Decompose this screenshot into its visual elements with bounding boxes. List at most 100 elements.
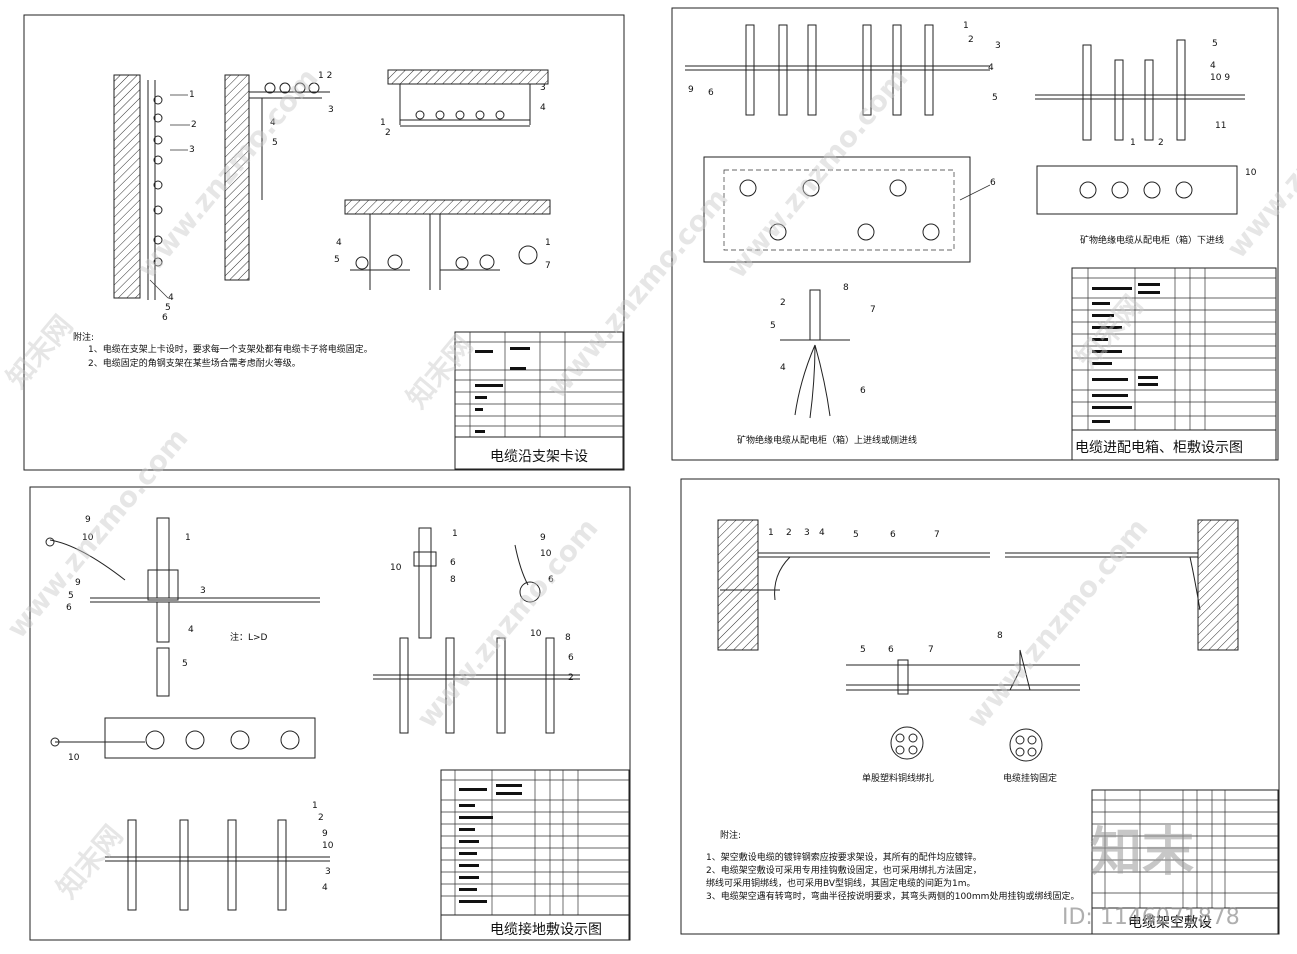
notes-head-tl: 附注: <box>73 331 94 343</box>
sub-caption-tr-1: 矿物绝缘电缆从配电柜（箱）下进线 <box>1080 234 1224 246</box>
watermark-layer: www.znzmo.com www.znzmo.com www.znzmo.co… <box>0 42 1297 930</box>
svg-text:3: 3 <box>328 105 334 115</box>
parts-table-bl <box>440 769 630 916</box>
watermark-site-3: www.znzmo.com <box>720 62 914 285</box>
svg-text:1: 1 <box>185 533 191 543</box>
svg-text:2: 2 <box>385 128 391 138</box>
svg-text:8: 8 <box>565 633 571 643</box>
svg-text:7: 7 <box>934 530 940 540</box>
watermark-site-6: www.znzmo.com <box>410 512 604 735</box>
svg-text:6: 6 <box>568 653 574 663</box>
svg-text:6: 6 <box>450 558 456 568</box>
wall-right-br <box>1197 519 1239 651</box>
svg-text:8: 8 <box>450 575 456 585</box>
svg-text:3: 3 <box>189 145 195 155</box>
svg-text:3: 3 <box>325 867 331 877</box>
svg-text:4: 4 <box>780 363 786 373</box>
svg-text:7: 7 <box>545 261 551 271</box>
svg-text:5: 5 <box>992 93 998 103</box>
sub-caption-br-1: 单股塑料铜线绑扎 <box>862 772 934 784</box>
svg-text:6: 6 <box>66 603 72 613</box>
watermark-site-4: www.znzmo.com <box>1220 42 1297 265</box>
cable-row-top <box>415 110 505 120</box>
svg-text:4: 4 <box>540 103 546 113</box>
svg-text:2: 2 <box>968 35 974 45</box>
caption-tl: 电缆沿支架卡设 <box>490 449 588 465</box>
svg-text:5: 5 <box>860 645 866 655</box>
svg-text:8: 8 <box>997 631 1003 641</box>
svg-text:9: 9 <box>75 578 81 588</box>
svg-text:6: 6 <box>888 645 894 655</box>
gland-plate-1 <box>703 156 971 263</box>
svg-text:4: 4 <box>188 625 194 635</box>
note-line-2: 2、电缆固定的角钢支架在某些场合需考虑耐火等级。 <box>88 357 301 369</box>
br-note-4: 3、电缆架空遇有转弯时，弯曲半径按说明要求，其弯头两侧的100mm处用挂钩或绑线… <box>706 890 1079 902</box>
svg-text:2: 2 <box>786 528 792 538</box>
watermark-brand-2: 知末网 <box>400 329 479 415</box>
svg-text:5: 5 <box>853 530 859 540</box>
panel-cable-on-bracket: 1 2 3 4 56 1 23 45 12 34 <box>23 14 625 471</box>
svg-text:7: 7 <box>870 305 876 315</box>
svg-text:10: 10 <box>82 533 94 543</box>
watermark-logo: 知末 <box>1090 823 1194 883</box>
svg-text:6: 6 <box>548 575 554 585</box>
svg-text:10: 10 <box>540 549 552 559</box>
svg-text:9: 9 <box>85 515 91 525</box>
watermark-brand-4: 知末网 <box>50 819 129 905</box>
br-note-1: 1、架空敷设电缆的镀锌钢索应按要求架设，其所有的配件均应镀锌。 <box>706 851 982 863</box>
svg-text:5: 5 <box>165 303 171 313</box>
note-line-1: 1、电缆在支架上卡设时，要求每一个支架处都有电缆卡子将电缆固定。 <box>88 343 373 355</box>
svg-text:9: 9 <box>688 85 694 95</box>
sub-caption-tr-2: 矿物绝缘电缆从配电柜（箱）上进线或侧进线 <box>737 434 917 446</box>
svg-text:5: 5 <box>182 659 188 669</box>
svg-text:2: 2 <box>568 673 574 683</box>
br-note-2: 2、电缆架空敷设可采用专用挂钩敷设固定，也可采用绑扎方法固定， <box>706 864 982 876</box>
plate-holes-1 <box>739 179 940 241</box>
svg-text:3: 3 <box>200 586 206 596</box>
caption-br: 电缆架空敷设 <box>1128 915 1212 931</box>
svg-text:5: 5 <box>770 321 776 331</box>
svg-text:1: 1 <box>545 238 551 248</box>
svg-text:2: 2 <box>318 813 324 823</box>
watermark-brand-1: 知末网 <box>0 309 79 395</box>
caption-tr: 电缆进配电箱、柜敷设示图 <box>1075 440 1243 456</box>
svg-text:3: 3 <box>804 528 810 538</box>
watermark-site-7: www.znzmo.com <box>960 512 1154 735</box>
notes-head-br: 附注: <box>720 829 741 841</box>
wall-left-br <box>717 519 759 651</box>
svg-text:9: 9 <box>540 533 546 543</box>
svg-text:5: 5 <box>334 255 340 265</box>
watermark-id: ID: 1146071878 <box>1062 905 1240 930</box>
br-note-3: 绑线可采用铜绑线，也可采用BV型铜线，其固定电缆的间距为1m。 <box>706 877 976 889</box>
svg-text:10: 10 <box>530 629 542 639</box>
gland-plate-2 <box>1036 165 1238 215</box>
note-bl: 注：L>D <box>230 631 268 643</box>
svg-text:6: 6 <box>860 386 866 396</box>
svg-text:5: 5 <box>68 591 74 601</box>
glands-row-2 <box>1082 39 1186 141</box>
svg-text:7: 7 <box>928 645 934 655</box>
svg-text:1: 1 <box>768 528 774 538</box>
svg-text:4: 4 <box>270 118 276 128</box>
svg-text:1: 1 <box>452 529 458 539</box>
plate-holes-2 <box>1079 181 1193 199</box>
svg-text:6: 6 <box>708 88 714 98</box>
svg-text:2: 2 <box>191 120 197 130</box>
svg-text:2: 2 <box>1158 138 1164 148</box>
svg-text:10: 10 <box>390 563 402 573</box>
svg-text:11: 11 <box>1215 121 1226 131</box>
svg-text:4: 4 <box>336 238 342 248</box>
svg-text:6: 6 <box>162 313 168 323</box>
svg-text:10: 10 <box>1245 168 1257 178</box>
svg-text:1: 1 <box>380 118 386 128</box>
glands-row-1 <box>745 24 934 116</box>
svg-text:3: 3 <box>995 41 1001 51</box>
svg-text:9: 9 <box>322 829 328 839</box>
cable-clamps-vertical <box>153 95 163 267</box>
svg-text:1: 1 <box>189 90 195 100</box>
watermark-site-2: www.znzmo.com <box>540 182 734 405</box>
svg-text:4: 4 <box>322 883 328 893</box>
